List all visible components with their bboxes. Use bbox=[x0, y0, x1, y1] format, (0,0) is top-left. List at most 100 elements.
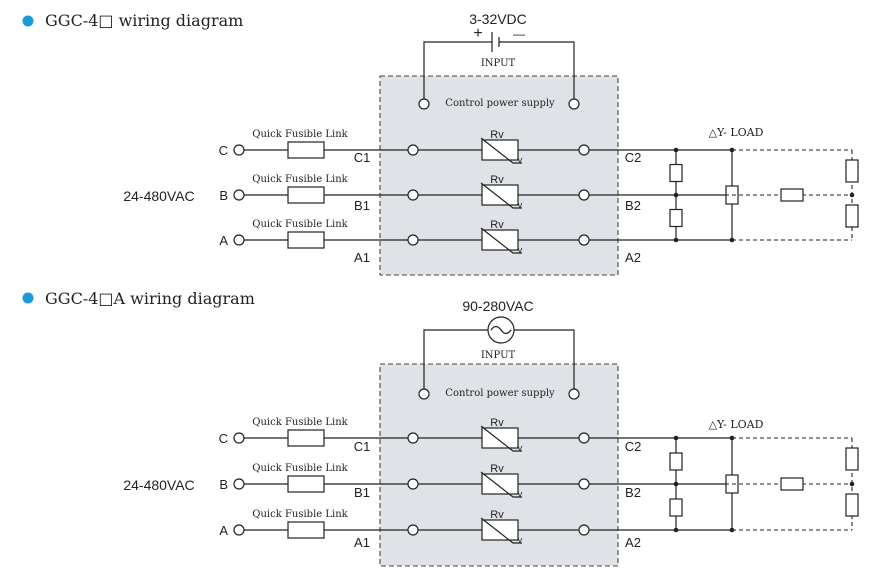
line-terminal bbox=[233, 524, 245, 536]
varistor-v-label: v bbox=[518, 200, 523, 210]
mains-voltage-label: 24-480VAC bbox=[123, 477, 194, 493]
fuse-label: Quick Fusible Link bbox=[252, 129, 348, 140]
bullet-icon bbox=[22, 15, 34, 27]
load-label: △Y- LOAD bbox=[709, 126, 764, 139]
varistor-v-label: v bbox=[518, 535, 523, 545]
varistor-label: Rv bbox=[490, 219, 504, 231]
fuse-icon bbox=[287, 186, 325, 204]
output-terminal-label: A2 bbox=[625, 250, 641, 265]
load-resistor-icon bbox=[845, 159, 859, 183]
output-terminal-label: B2 bbox=[625, 485, 641, 500]
mains-voltage-label: 24-480VAC bbox=[123, 188, 194, 204]
load-resistor-icon bbox=[669, 452, 683, 471]
fuse-label: Quick Fusible Link bbox=[252, 417, 348, 428]
junction-dot bbox=[673, 435, 679, 441]
module-out-terminal bbox=[578, 524, 590, 536]
junction-dot bbox=[849, 192, 855, 198]
module-out-terminal bbox=[578, 432, 590, 444]
section-title: GGC-4□A wiring diagram bbox=[45, 289, 255, 308]
output-terminal-label: A2 bbox=[625, 535, 641, 550]
fuse-label: Quick Fusible Link bbox=[252, 509, 348, 520]
input-terminal-label: B1 bbox=[354, 198, 370, 213]
input-terminal-label: C1 bbox=[354, 150, 371, 165]
varistor-v-label: v bbox=[518, 489, 523, 499]
module-in-terminal bbox=[407, 234, 419, 246]
fuse-label: Quick Fusible Link bbox=[252, 463, 348, 474]
line-terminal bbox=[233, 234, 245, 246]
junction-dot bbox=[849, 481, 855, 487]
junction-dot bbox=[729, 147, 735, 153]
sine-wave-icon bbox=[490, 325, 512, 335]
junction-dot bbox=[673, 147, 679, 153]
fuse-icon bbox=[287, 231, 325, 249]
junction-dot bbox=[729, 237, 735, 243]
varistor-slash bbox=[480, 471, 522, 498]
line-terminal bbox=[233, 144, 245, 156]
phase-label: C bbox=[219, 431, 228, 446]
fuse-icon bbox=[287, 429, 325, 447]
supply-voltage-label: 3-32VDC bbox=[469, 11, 527, 27]
module-out-terminal bbox=[578, 144, 590, 156]
phase-label: A bbox=[219, 233, 228, 248]
module-out-terminal bbox=[578, 478, 590, 490]
load-resistor-icon bbox=[669, 208, 683, 228]
varistor-slash bbox=[480, 137, 522, 164]
module-in-terminal bbox=[407, 432, 419, 444]
phase-label: B bbox=[219, 477, 228, 492]
load-resistor-icon bbox=[845, 493, 859, 517]
junction-dot bbox=[673, 237, 679, 243]
fuse-label: Quick Fusible Link bbox=[252, 219, 348, 230]
line-terminal bbox=[233, 189, 245, 201]
phase-label: B bbox=[219, 188, 228, 203]
supply-terminal-right bbox=[568, 98, 580, 110]
load-resistor-icon bbox=[669, 163, 683, 183]
varistor-slash bbox=[480, 517, 522, 544]
minus-sign: — bbox=[513, 27, 525, 41]
supply-terminal-right bbox=[568, 388, 580, 400]
plus-sign: + bbox=[473, 25, 482, 42]
section-title: GGC-4□ wiring diagram bbox=[45, 11, 243, 30]
supply-voltage-label: 90-280VAC bbox=[462, 298, 533, 314]
varistor-slash bbox=[480, 182, 522, 209]
varistor-label: Rv bbox=[490, 129, 504, 141]
module-in-terminal bbox=[407, 478, 419, 490]
module-in-terminal bbox=[407, 144, 419, 156]
supply-terminal-left bbox=[418, 98, 430, 110]
load-resistor-icon bbox=[669, 498, 683, 517]
varistor-v-label: v bbox=[518, 155, 523, 165]
varistor-slash bbox=[480, 227, 522, 254]
output-terminal-label: C2 bbox=[625, 439, 642, 454]
module-out-terminal bbox=[578, 234, 590, 246]
input-terminal-label: A1 bbox=[354, 535, 370, 550]
input-terminal-label: A1 bbox=[354, 250, 370, 265]
junction-dot bbox=[729, 435, 735, 441]
varistor-label: Rv bbox=[490, 463, 504, 475]
varistor-v-label: v bbox=[518, 245, 523, 255]
control-power-label: Control power supply bbox=[445, 388, 555, 399]
input-label: INPUT bbox=[481, 58, 516, 69]
load-resistor-icon bbox=[845, 204, 859, 228]
line-terminal bbox=[233, 478, 245, 490]
module-in-terminal bbox=[407, 189, 419, 201]
phase-label: C bbox=[219, 143, 228, 158]
junction-dot bbox=[673, 527, 679, 533]
line-terminal bbox=[233, 432, 245, 444]
fuse-icon bbox=[287, 475, 325, 493]
input-terminal-label: B1 bbox=[354, 485, 370, 500]
junction-dot bbox=[729, 527, 735, 533]
load-resistor-icon bbox=[845, 447, 859, 471]
input-terminal-label: C1 bbox=[354, 439, 371, 454]
varistor-label: Rv bbox=[490, 509, 504, 521]
bullet-icon bbox=[22, 292, 34, 304]
input-label: INPUT bbox=[481, 350, 516, 361]
varistor-label: Rv bbox=[490, 174, 504, 186]
module-out-terminal bbox=[578, 189, 590, 201]
module-in-terminal bbox=[407, 524, 419, 536]
varistor-slash bbox=[480, 425, 522, 452]
